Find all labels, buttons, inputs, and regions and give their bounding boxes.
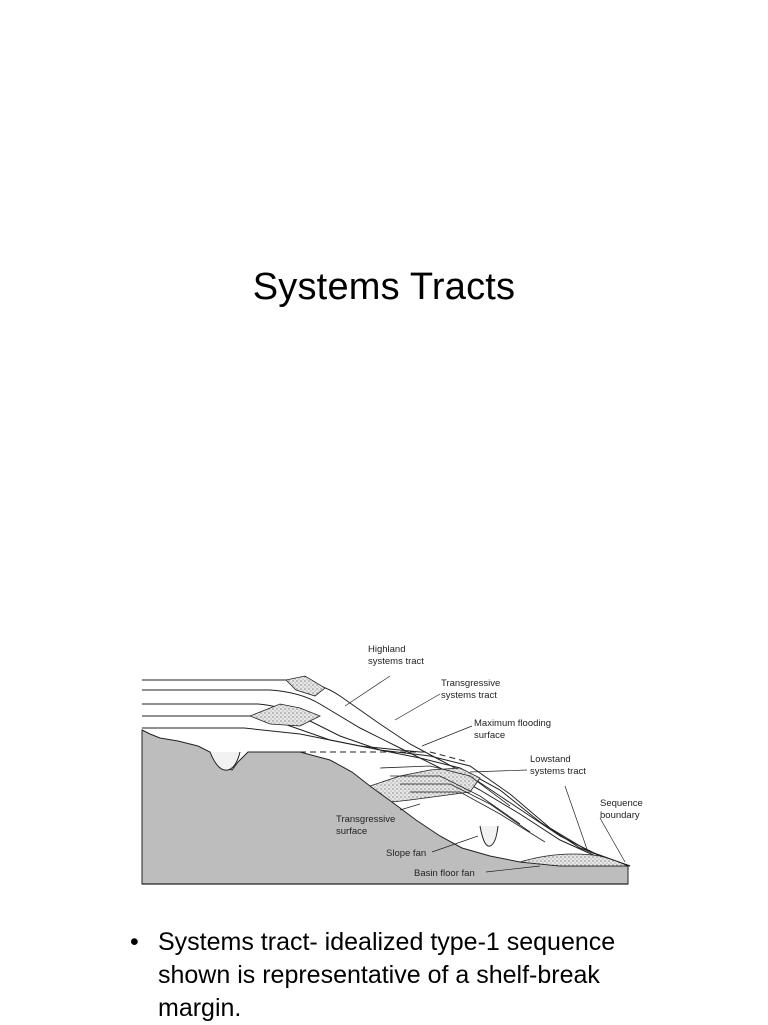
max-flooding-surface-line <box>250 751 469 763</box>
systems-tract-diagram: Highland systems tract Transgressive sys… <box>0 600 768 900</box>
label-sequence-boundary-1: Sequence <box>600 798 643 809</box>
label-lowstand-2: systems tract <box>530 766 586 777</box>
lowstand-wedge <box>369 767 481 803</box>
bullet-marker: • <box>130 928 139 956</box>
label-highland-2: systems tract <box>368 656 424 667</box>
label-transgressive-surface-2: surface <box>336 826 367 837</box>
basin-floor-fan <box>519 853 629 867</box>
bullet-list: • Systems tract- idealized type-1 sequen… <box>130 926 690 1025</box>
slope-fan-channel <box>479 825 499 847</box>
highstand-wedge <box>285 675 326 697</box>
slide-title: Systems Tracts <box>252 266 516 308</box>
leader-lines <box>344 675 626 873</box>
label-transgressive-st-2: systems tract <box>441 690 497 701</box>
incised-valley <box>209 751 241 771</box>
cross-section-svg: Highland systems tract Transgressive sys… <box>141 644 643 885</box>
bullet-text: Systems tract- idealized type-1 sequence… <box>158 928 616 1022</box>
label-mfs-1: Maximum flooding <box>474 718 551 729</box>
transgressive-wedge <box>248 703 321 727</box>
label-slope-fan: Slope fan <box>386 848 426 859</box>
label-highland-1: Highland <box>368 644 406 655</box>
label-transgressive-st-1: Transgressive <box>441 678 500 689</box>
lowstand-clinoforms <box>379 765 546 843</box>
bullet-item: • Systems tract- idealized type-1 sequen… <box>130 926 690 1025</box>
label-lowstand-1: Lowstand <box>530 754 571 765</box>
label-basin-floor-fan: Basin floor fan <box>414 868 475 879</box>
label-mfs-2: surface <box>474 730 505 741</box>
label-sequence-boundary-2: boundary <box>600 810 640 821</box>
label-transgressive-surface-1: Transgressive <box>336 814 395 825</box>
